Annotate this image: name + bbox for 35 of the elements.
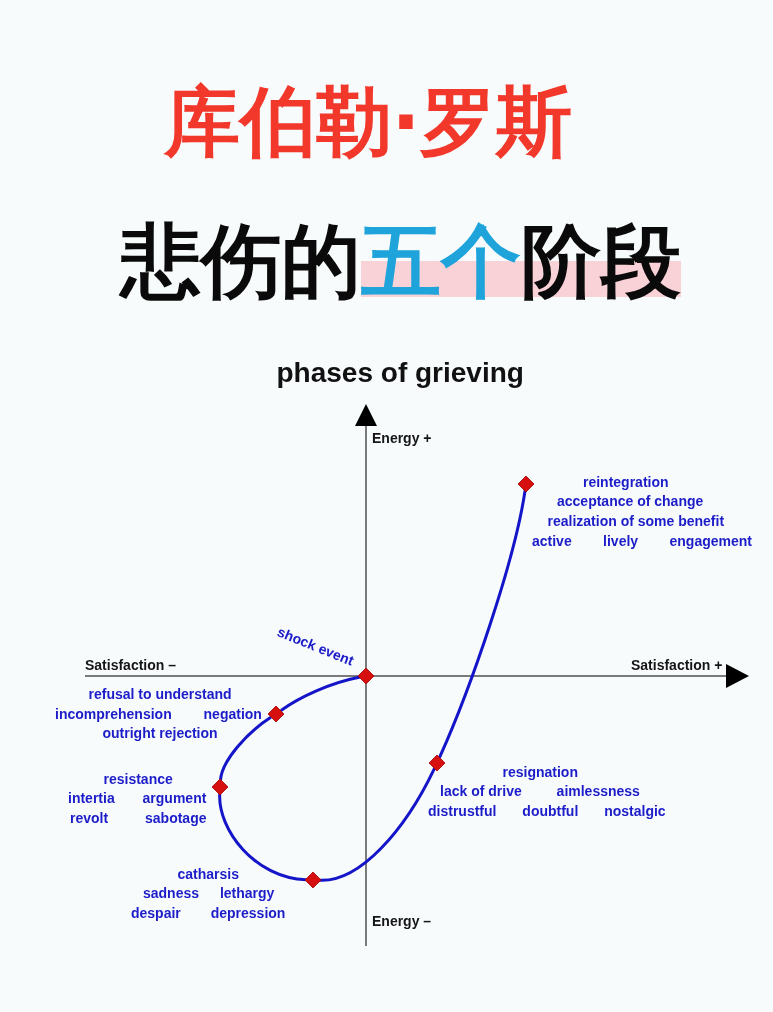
- diamond-marker: [304, 871, 322, 889]
- phase-label: revolt sabotage: [70, 809, 207, 827]
- curve-line: [219, 716, 272, 782]
- curve-line: [280, 675, 361, 712]
- axis-label: Satisfaction +: [631, 656, 723, 674]
- diamond-marker: [357, 667, 375, 685]
- phase-label: resignation: [502, 763, 578, 781]
- phase-label: resistance: [103, 770, 173, 788]
- heading-name: 库伯勒·罗斯: [163, 77, 573, 167]
- diamond-marker: [428, 754, 446, 772]
- diamond-marker: [267, 705, 285, 723]
- diamond-marker: [211, 778, 229, 796]
- phase-label: catharsis: [177, 865, 239, 883]
- phase-label: realization of some benefit: [547, 512, 725, 530]
- phase-label: incomprehension negation: [55, 705, 262, 723]
- curve-line: [218, 792, 308, 882]
- phase-label: reintegration: [583, 473, 669, 491]
- phase-label: acceptance of change: [557, 492, 704, 510]
- phase-label: shock event: [274, 622, 356, 670]
- title: 悲伤的五个阶段: [121, 216, 681, 308]
- phase-label: outright rejection: [102, 724, 218, 742]
- axis-label: Energy –: [372, 912, 432, 930]
- axis-label: Energy +: [372, 429, 432, 447]
- curve-line: [438, 489, 527, 759]
- diamond-marker: [517, 475, 535, 493]
- phase-label: sadness lethargy: [143, 884, 275, 902]
- phase-label: lack of drive aimlessness: [440, 782, 640, 800]
- phase-label: distrustful doubtful nostalgic: [428, 802, 666, 820]
- phase-label: despair depression: [131, 904, 286, 922]
- phase-label: refusal to understand: [88, 685, 232, 703]
- phase-label: intertia argument: [68, 789, 207, 807]
- chart-title: phases of grieving: [276, 357, 524, 389]
- curve-line: [318, 767, 436, 882]
- phase-label: active lively engagement: [532, 532, 752, 550]
- axis-label: Satisfaction –: [85, 656, 177, 674]
